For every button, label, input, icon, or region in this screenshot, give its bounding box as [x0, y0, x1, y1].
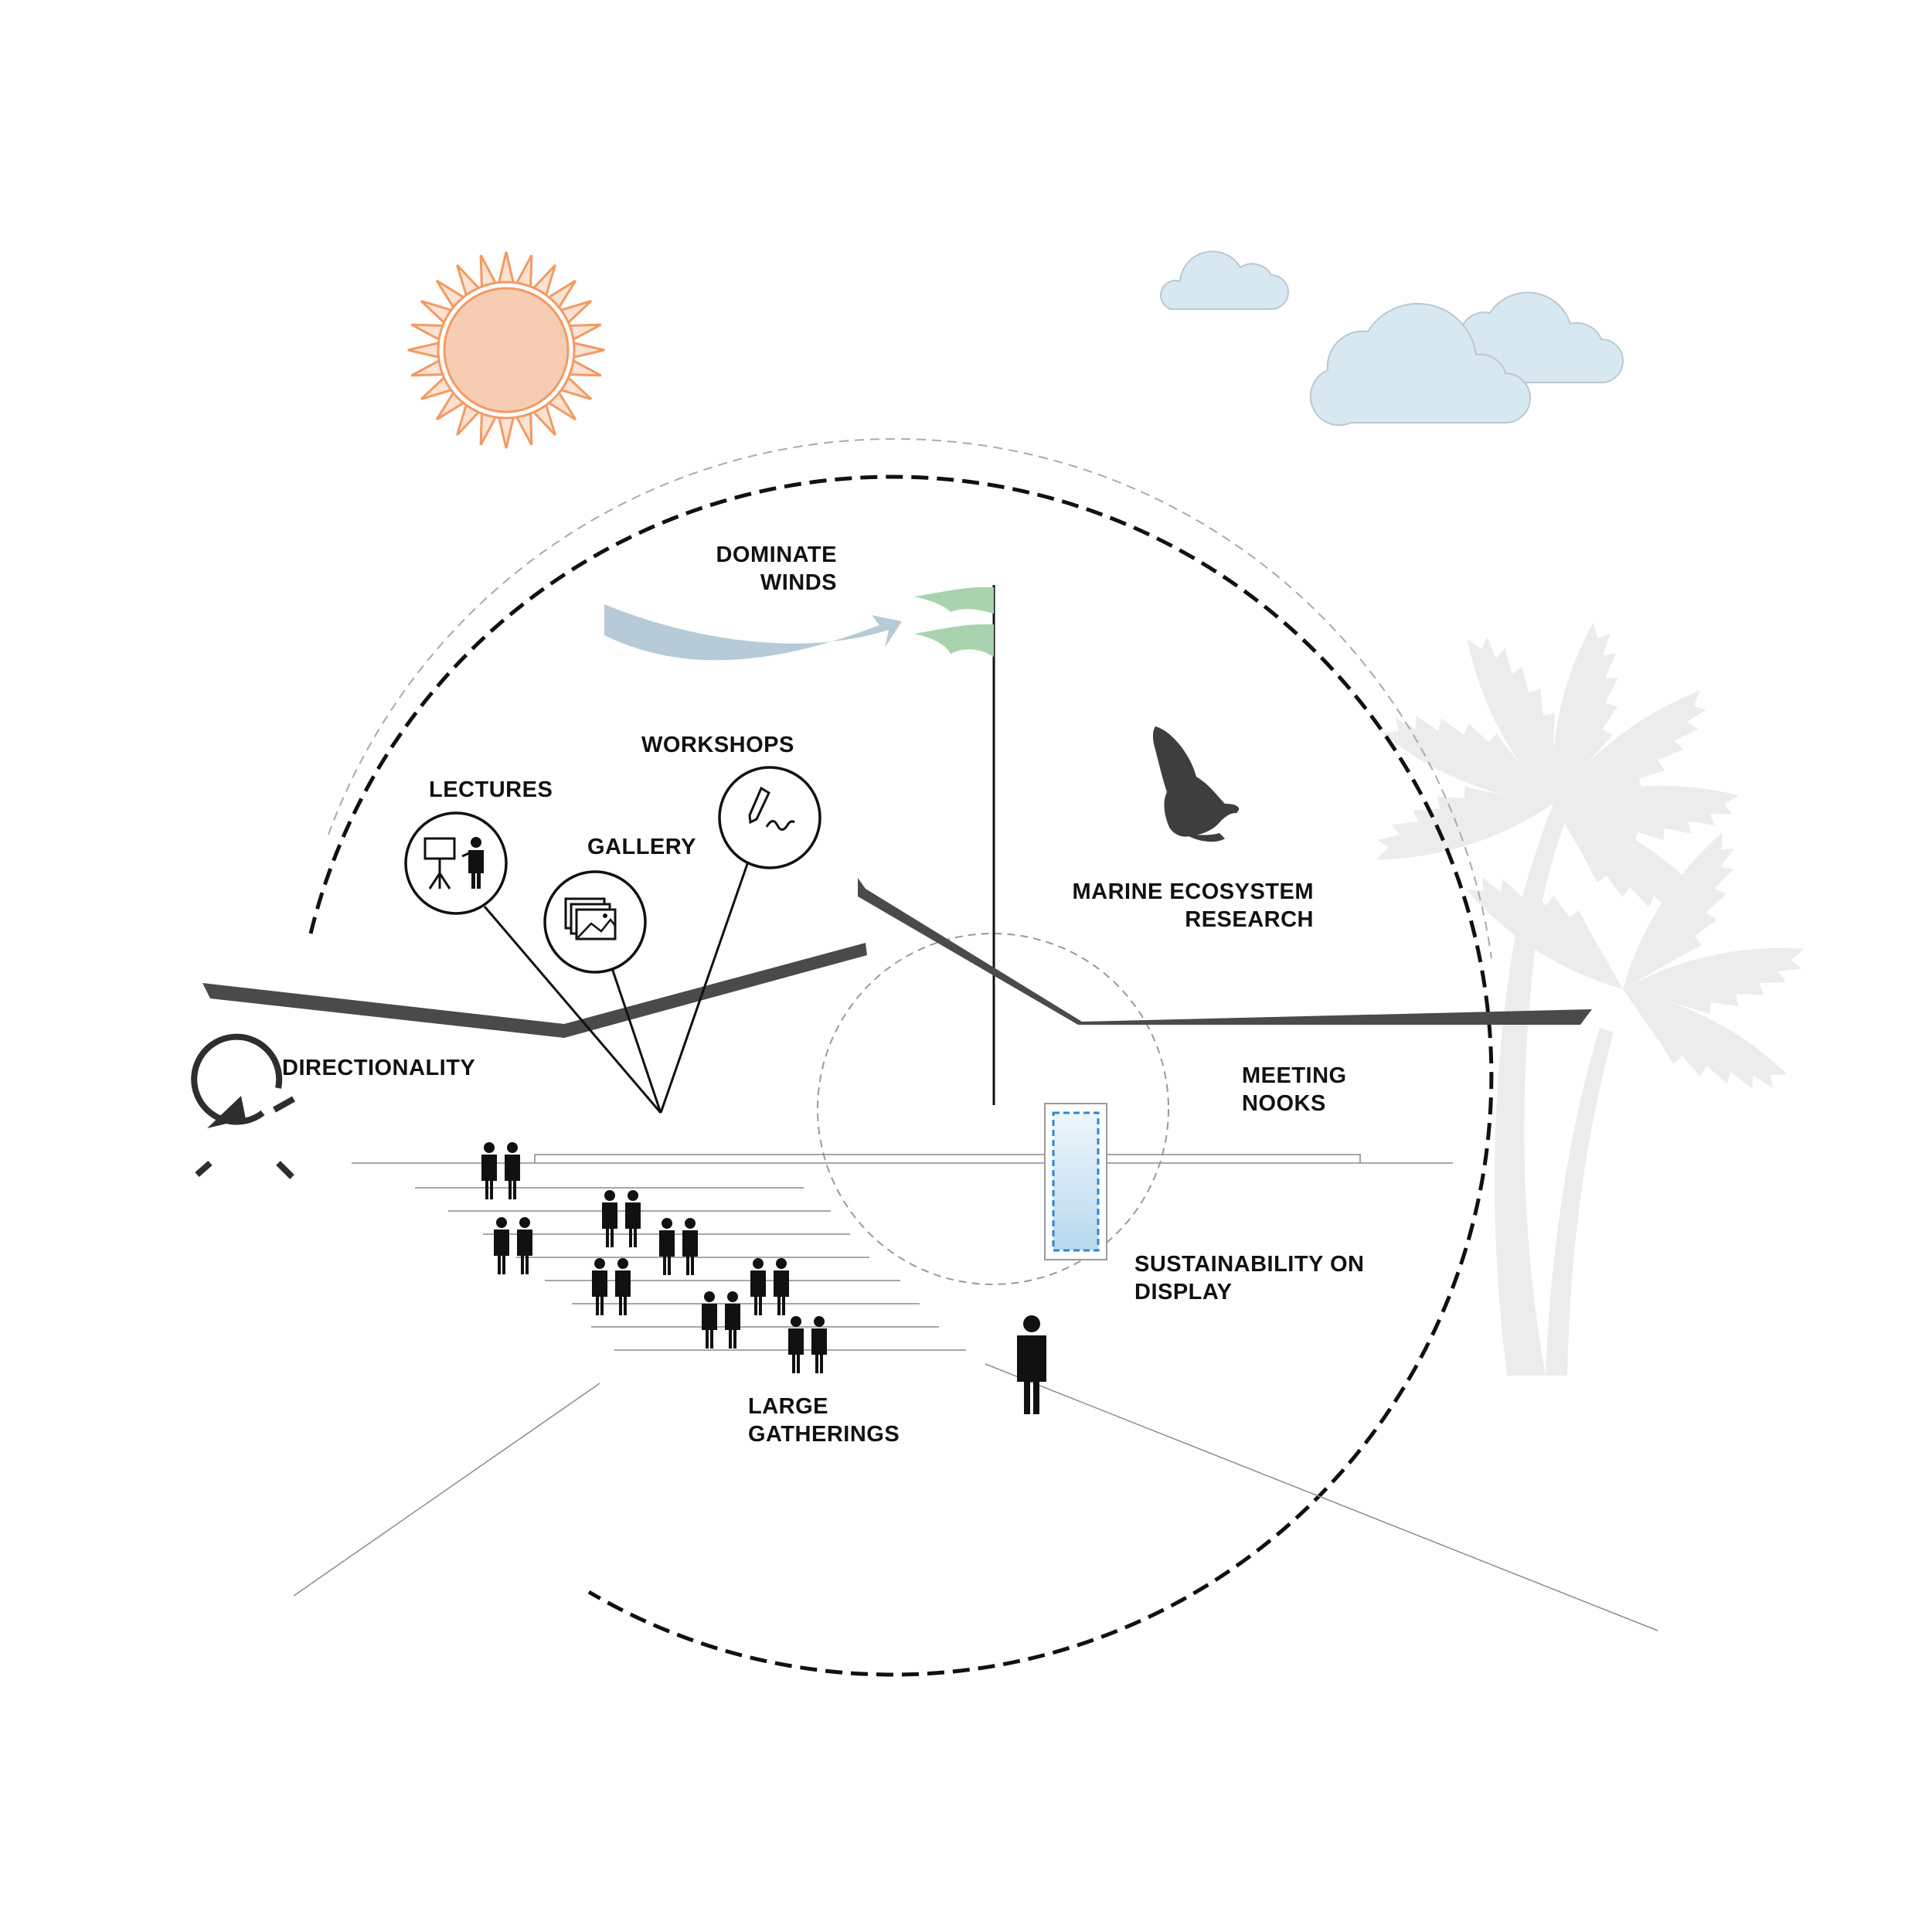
cloud-icon — [1160, 250, 1624, 427]
program-leader-lines — [483, 863, 749, 1114]
wind-arrow-icon — [604, 604, 902, 661]
label-workshops: WORKSHOPS — [641, 733, 794, 757]
person-icon — [1017, 1315, 1046, 1414]
eagle-icon — [1152, 726, 1240, 842]
label-directionality: DIRECTIONALITY — [282, 1056, 476, 1080]
pen-icon — [718, 766, 821, 869]
flag-icon — [914, 585, 995, 1105]
compass-icon — [191, 1033, 295, 1179]
sun-icon — [407, 251, 605, 449]
roof-profile — [202, 878, 1592, 1038]
palm-tree-icon — [1362, 619, 1815, 1376]
label-meeting-nooks: MEETING NOOKS — [1242, 1063, 1347, 1116]
label-large-gatherings: LARGE GATHERINGS — [748, 1394, 900, 1447]
label-dominate-winds: DOMINATE WINDS — [716, 543, 837, 595]
ground-perspective-lines — [293, 1363, 1658, 1631]
site-boundary-circle — [308, 474, 1494, 1677]
label-gallery: GALLERY — [587, 835, 696, 859]
label-marine-ecosystem-research: MARINE ECOSYSTEM RESEARCH — [1072, 879, 1314, 932]
label-sustainability-on-display: SUSTAINABILITY ON DISPLAY — [1134, 1252, 1365, 1304]
central-courtyard-circle — [817, 933, 1169, 1285]
presentation-icon — [404, 811, 508, 915]
label-lectures: LECTURES — [429, 777, 553, 802]
outer-boundary-arc — [328, 438, 1492, 959]
gallery-icon — [543, 870, 647, 974]
water-feature — [1044, 1103, 1107, 1260]
